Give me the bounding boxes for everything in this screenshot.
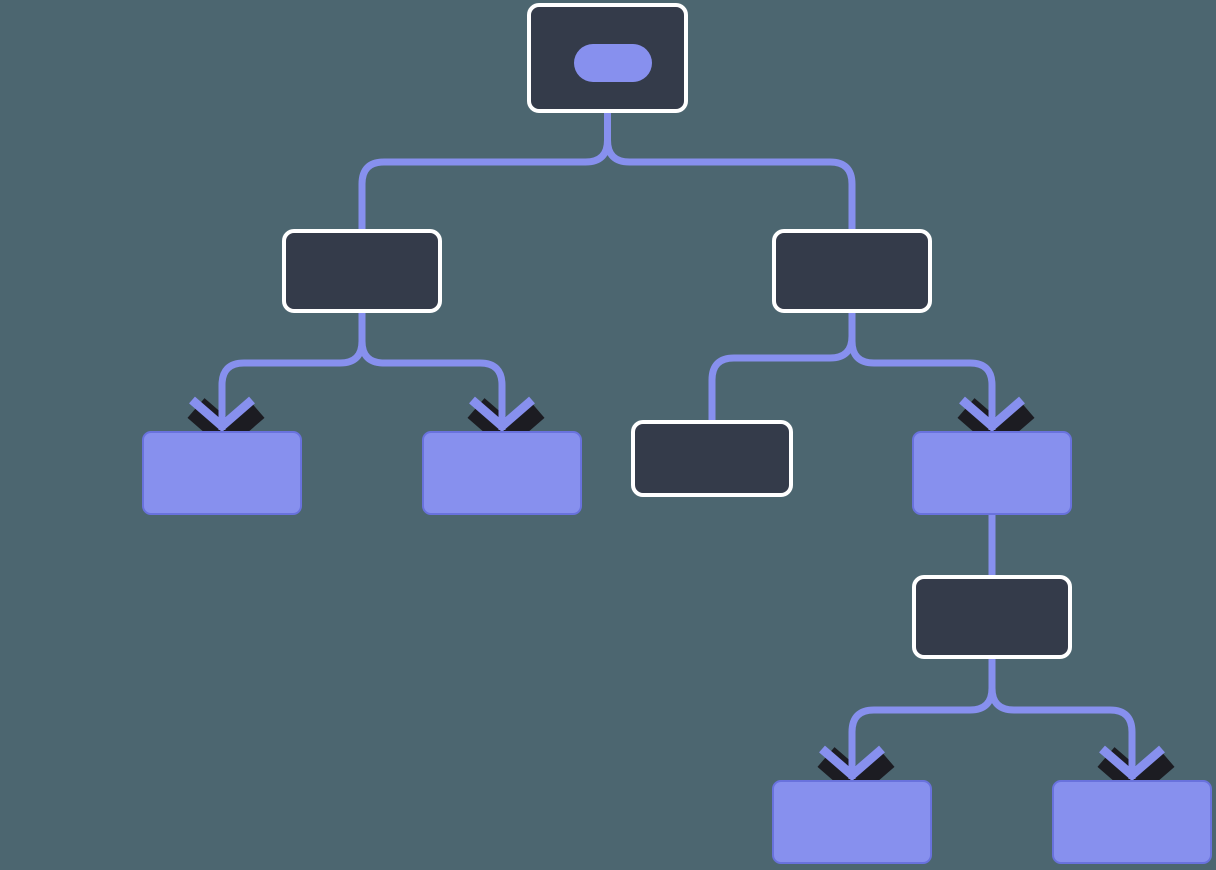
node-pill-badge xyxy=(574,44,652,82)
tree-node-n6[interactable] xyxy=(631,420,793,497)
edge-e2 xyxy=(604,113,856,229)
tree-node-n5[interactable] xyxy=(422,431,582,515)
edge-e4 xyxy=(358,313,506,430)
tree-node-n8[interactable] xyxy=(912,575,1072,659)
edge-e9 xyxy=(988,659,1136,779)
edge-e6 xyxy=(848,313,996,430)
tree-node-n10[interactable] xyxy=(1052,780,1212,864)
tree-node-n1[interactable] xyxy=(527,3,688,113)
tree-node-n3[interactable] xyxy=(772,229,932,313)
tree-node-n7[interactable] xyxy=(912,431,1072,515)
tree-node-n2[interactable] xyxy=(282,229,442,313)
tree-node-n9[interactable] xyxy=(772,780,932,864)
tree-node-n4[interactable] xyxy=(142,431,302,515)
